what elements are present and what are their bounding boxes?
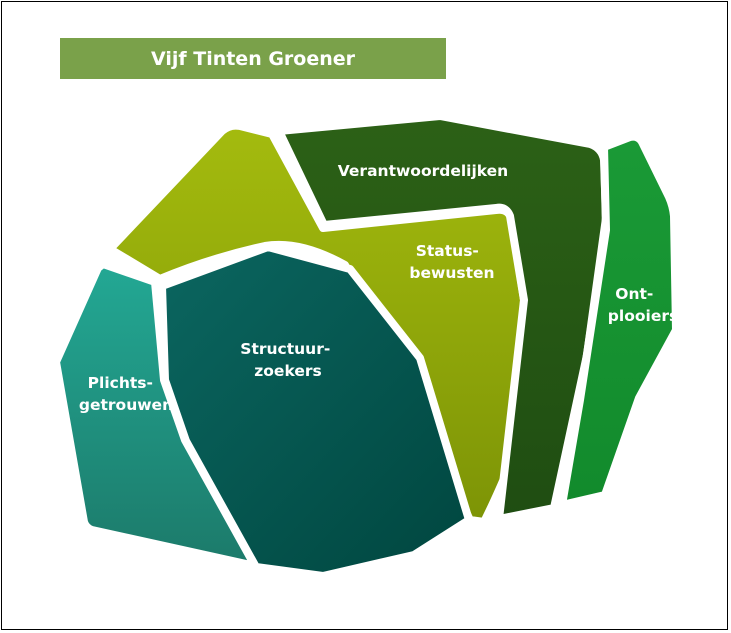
segment-statusbewusten: [106, 121, 528, 526]
diagram-title: Vijf Tinten Groener: [150, 47, 356, 70]
label-line: Verantwoordelijken: [338, 162, 508, 180]
label-line: Structuur-: [240, 340, 330, 358]
segment-structuurzoekers: [158, 243, 473, 580]
label-line: plooiers: [608, 307, 678, 325]
label-line: Status-: [416, 242, 479, 260]
label-line: Ont-: [615, 285, 653, 303]
title-banner: Vijf Tinten Groener: [60, 38, 446, 79]
label-line: Plichts-: [88, 374, 153, 392]
label-line: bewusten: [409, 264, 494, 282]
label-structuurzoekers: Structuur- zoekers: [240, 340, 335, 380]
label-line: getrouwen: [79, 396, 173, 414]
label-ontplooiers: Ont- plooiers: [608, 285, 678, 325]
label-line: zoekers: [254, 362, 321, 380]
label-plichtsgetrouwen: Plichts- getrouwen: [79, 374, 173, 414]
segment-ontplooiers: [558, 132, 680, 509]
label-statusbewusten: Status- bewusten: [409, 242, 494, 282]
label-verantwoordelijken: Verantwoordelijken: [338, 162, 508, 180]
segment-verantwoordelijken: [275, 112, 610, 523]
